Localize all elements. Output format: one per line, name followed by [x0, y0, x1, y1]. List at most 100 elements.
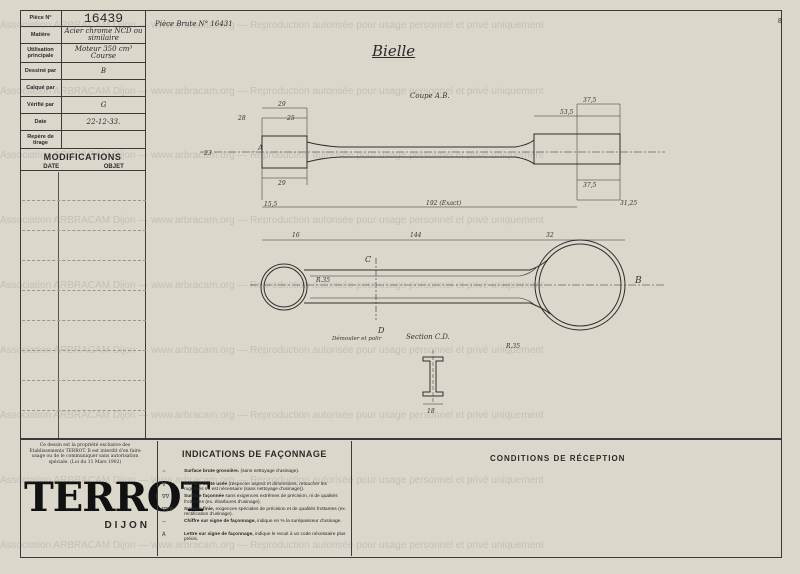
connecting-rod-drawing: Coupe A.B. Section C.D. Démouler et poli…: [200, 92, 665, 415]
ruled-line: [22, 290, 146, 291]
dimension-23: 23: [203, 150, 212, 157]
title-block-row: Repère de tirage: [20, 131, 145, 148]
indication-text: indique en % la surépaisseur d'usinage.: [255, 519, 342, 524]
rod-bottom-edge: [304, 302, 551, 315]
indication-bold: Chiffre sur signe de façonnage,: [184, 519, 256, 524]
dimension-144: 144: [410, 232, 422, 239]
modifications-title: MODIFICATIONS: [43, 152, 122, 162]
checked-by-value: G: [100, 100, 107, 109]
print-mark-value: [62, 131, 145, 148]
indication-text: sans exigences extrêmes de précision, ni…: [184, 494, 338, 505]
ruled-line: [22, 320, 146, 321]
chamfer-note: Démouler et polir: [331, 335, 382, 342]
indication-item: A Lettre sur signe de façonnage, indique…: [162, 531, 347, 545]
indication-item: ∇∇ Surface façonnée sans exigences extrê…: [162, 494, 347, 507]
indication-item: ~ Surface brute grossière. (sans nettoya…: [162, 469, 347, 482]
indication-bold: Surface finie,: [184, 506, 215, 512]
conditions-panel: CONDITIONS DE RÉCEPTION: [352, 441, 782, 558]
machining-symbol-icon: ~: [162, 468, 166, 475]
view-label-top: Coupe A.B.: [410, 92, 450, 100]
view-label-section: Section C.D.: [406, 333, 450, 341]
page-number: 8: [778, 18, 782, 25]
i-beam-section: [422, 356, 444, 397]
label-b: B: [634, 276, 642, 286]
dimension-53-5: 53,5: [560, 109, 574, 116]
material-value: Acier chrome NCD ou similaire: [64, 27, 143, 42]
dimension-r35b: R.35: [505, 343, 520, 350]
dimension-18: 18: [427, 408, 435, 415]
machining-symbol-icon: ∇∇∇: [162, 505, 173, 513]
dimension-16: 16: [292, 232, 300, 239]
indication-bold: Surface façonnée: [184, 494, 224, 499]
drawn-by-value: B: [100, 66, 107, 75]
indication-item: — Chiffre sur signe de façonnage, indiqu…: [162, 519, 347, 532]
drawing-frame: [20, 10, 782, 558]
title-block-row: Matière Acier chrome NCD ou similaire: [20, 27, 145, 44]
col-objet: OBJET: [103, 164, 124, 170]
ownership-notice: Ce dessin est la propriété exclusive des…: [29, 443, 141, 465]
ruled-line: [22, 200, 146, 201]
ruled-line: [22, 260, 146, 261]
title-block-row: Pièce N° 16439: [20, 10, 145, 27]
date-value: 22-12-33.: [86, 117, 121, 126]
bottom-band-divider: [20, 438, 782, 440]
dimension-29a: 29: [277, 101, 286, 108]
title-block: Pièce N° 16439 Matière Acier chrome NCD …: [20, 10, 146, 149]
ruled-line: [22, 410, 146, 411]
title-block-row: Calqué par: [20, 80, 145, 97]
machining-symbol-icon: —: [162, 518, 166, 525]
indications-list: ~ Surface brute grossière. (sans nettoya…: [162, 469, 347, 544]
title-block-label: Date: [20, 114, 62, 130]
indications-panel: INDICATIONS DE FAÇONNAGE ~ Surface brute…: [157, 441, 352, 556]
label-c: C: [365, 255, 371, 264]
traced-by-value: [62, 80, 145, 96]
dimension-r35a: R.35: [315, 277, 330, 284]
conditions-title: CONDITIONS DE RÉCEPTION: [490, 454, 626, 463]
indication-text: (respecter aspect et dimensions, retouch…: [184, 481, 327, 493]
dimension-37-5a: 37,5: [583, 97, 597, 104]
dimension-25: 25: [286, 115, 295, 122]
beam-bottom-edge: [306, 156, 535, 165]
logo-wordmark: TERROT: [24, 474, 210, 521]
dimension-29b: 29: [277, 180, 286, 187]
indication-bold: Surface brute usée: [184, 481, 228, 487]
logo-city: DIJON: [104, 520, 150, 531]
part-number: 16439: [83, 10, 123, 26]
blank-reference: Pièce Brute N° 16431: [155, 20, 233, 28]
drawing-title: Bielle: [372, 42, 416, 60]
machining-symbol-icon: ∇: [162, 480, 166, 488]
small-end-outer: [260, 263, 308, 311]
column-divider: [58, 172, 59, 438]
label-a: A: [257, 144, 263, 152]
ruled-line: [22, 350, 146, 351]
machining-symbol-icon: ∇∇: [162, 493, 170, 500]
dimension-192: 192 (Exact): [426, 200, 462, 207]
rod-top-edge: [304, 256, 551, 271]
indication-item: ∇ Surface brute usée (respecter aspect e…: [162, 480, 347, 495]
dimension-37-5b: 37,5: [583, 182, 597, 189]
title-block-label: Dessiné par: [20, 63, 62, 79]
title-block-label: Matière: [20, 27, 62, 43]
rib-bottom: [310, 297, 537, 307]
label-d: D: [377, 326, 385, 335]
small-end-inner: [263, 266, 305, 308]
indication-bold: Lettre sur signe de façonnage,: [184, 531, 254, 537]
title-block-label: Pièce N°: [20, 10, 62, 26]
title-block-label: Utilisation principale: [20, 44, 62, 62]
big-end-inner: [538, 243, 622, 327]
dimension-31-25: 31,25: [620, 200, 637, 207]
modifications-header: DATE OBJET: [20, 164, 145, 171]
title-block-label: Repère de tirage: [20, 131, 62, 148]
title-block-row: Vérifié par G: [20, 97, 145, 114]
dimension-32: 32: [546, 232, 554, 239]
title-block-row: Dessiné par B: [20, 63, 145, 80]
indication-item: ∇∇∇ Surface finie, exigences spéciales d…: [162, 505, 347, 520]
title-block-label: Vérifié par: [20, 97, 62, 113]
rib-top: [310, 267, 537, 277]
usage-value: Moteur 350 cm³ Course: [74, 45, 133, 60]
col-date: DATE: [43, 164, 60, 170]
beam-top-edge: [306, 139, 535, 148]
title-block-label: Calqué par: [20, 80, 62, 96]
indication-text: indique le recuit à un code nécessaire p…: [184, 531, 346, 543]
